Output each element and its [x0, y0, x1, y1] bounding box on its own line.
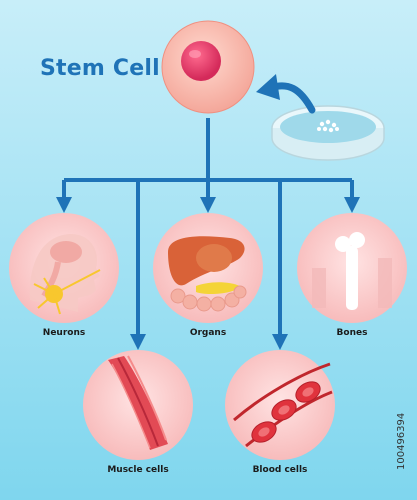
blood-cells-circle [225, 350, 335, 460]
diagram-title: Stem Cell [40, 56, 160, 81]
muscle-cells-circle [83, 350, 193, 460]
stem-cell-icon [161, 20, 255, 114]
transfer-arrow-icon [256, 74, 316, 114]
label-neurons: Neurons [42, 328, 86, 338]
label-blood-cells: Blood cells [252, 465, 308, 475]
neurons-circle [9, 213, 119, 323]
organs-circle [153, 213, 263, 323]
label-organs: Organs [189, 328, 227, 338]
branch-connectors [56, 118, 360, 350]
petri-dish-icon [271, 105, 385, 161]
label-bones: Bones [336, 328, 368, 338]
label-muscle-cells: Muscle cells [107, 465, 169, 475]
bones-circle [297, 213, 407, 323]
side-id-text: 100496394 [396, 412, 407, 470]
